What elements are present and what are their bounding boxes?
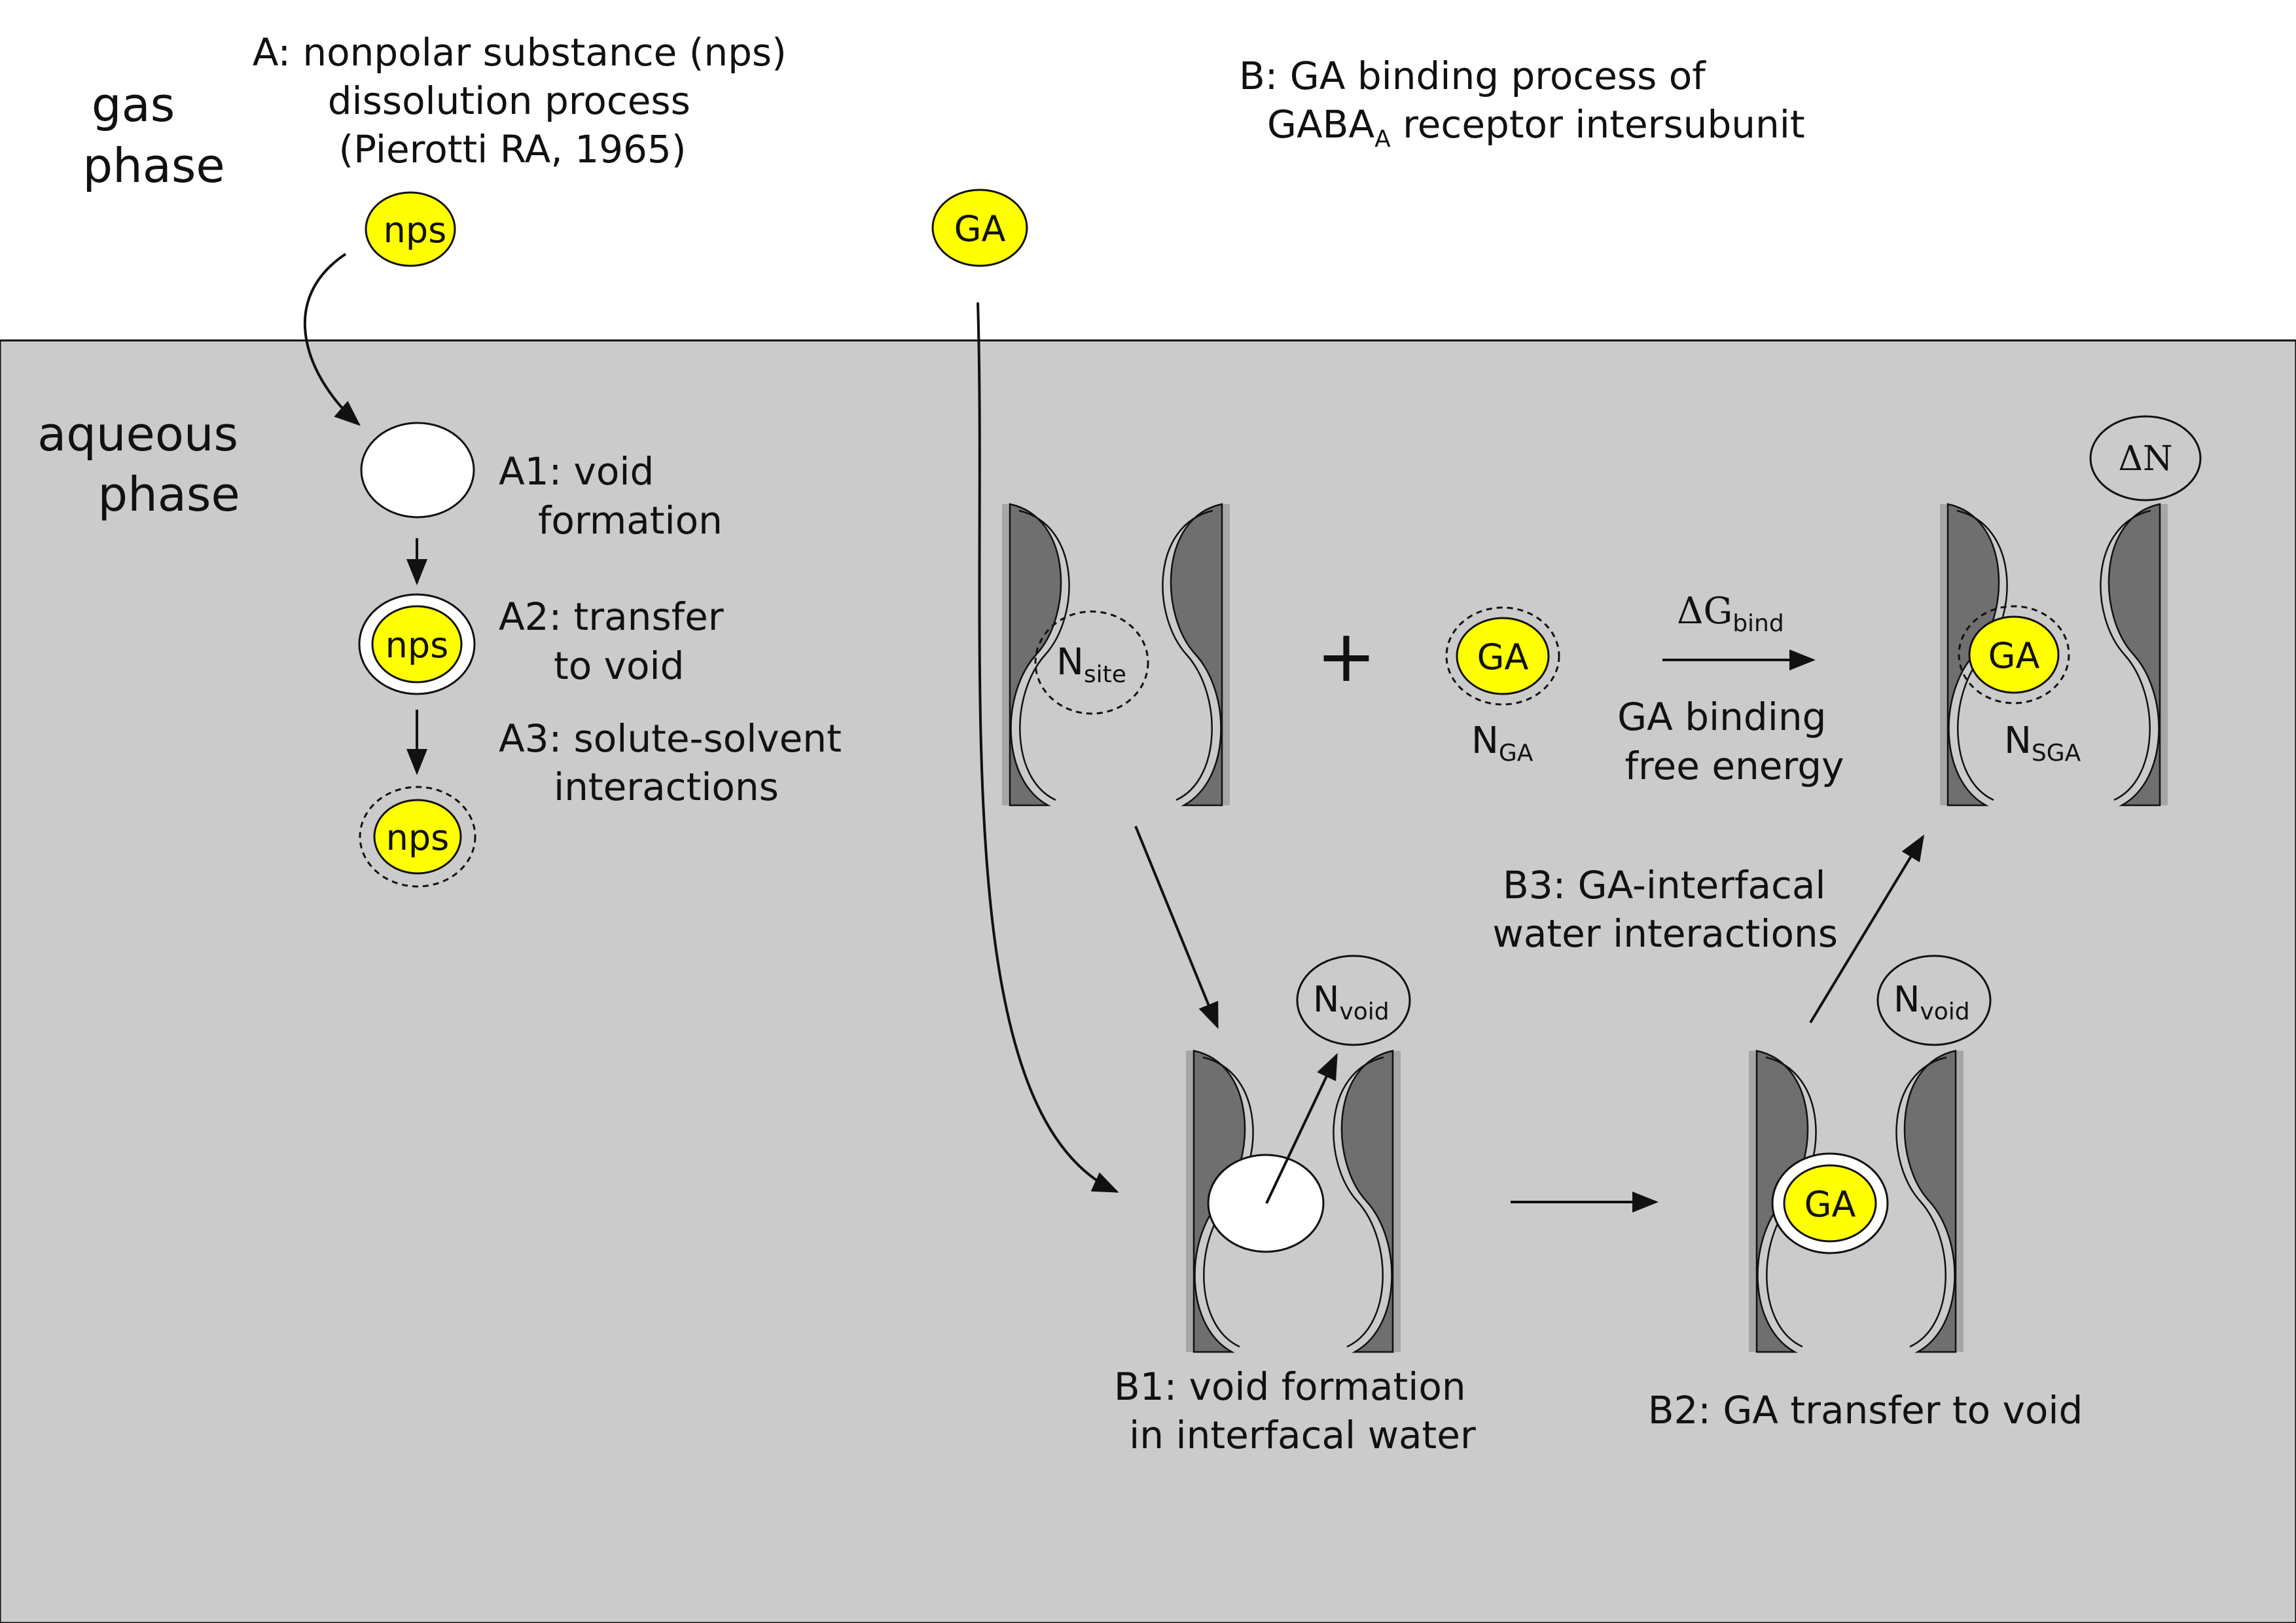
panel-a-title: A: nonpolar substance (nps) dissolution … (253, 30, 798, 172)
arrow-ga-to-void (977, 302, 1119, 1193)
svg-text:GA: GA (1804, 1184, 1856, 1225)
svg-text:ΔN: ΔN (2118, 439, 2172, 479)
panel-b-title: B: GA binding process of GABAA receptor … (1239, 54, 1805, 153)
n-sga-label: NSGA (2004, 720, 2081, 767)
ga-solvated: GA (1445, 606, 1560, 706)
svg-text:nps: nps (384, 210, 447, 251)
n-void-bubble-b1: Nvoid (1296, 955, 1411, 1046)
a3-label: A3: solute-solvent interactions (499, 716, 853, 809)
b2-label: B2: GA transfer to void (1648, 1388, 2083, 1432)
binding-site-bound: GA (1939, 503, 2169, 807)
binding-site-void-b1 (1185, 1049, 1402, 1353)
plus-sign: + (1316, 614, 1376, 698)
b3-label: B3: GA-interfacal water interactions (1492, 863, 1838, 956)
arrow-site-to-void (1134, 826, 1219, 1029)
svg-text:Nvoid: Nvoid (1313, 979, 1390, 1025)
void-a1 (360, 422, 475, 519)
ga-molecule-gas: GA (931, 189, 1028, 267)
b1-label: B1: void formation in interfacal water (1114, 1364, 1478, 1457)
aqueous-phase-region (0, 339, 2296, 1623)
gas-phase-label: gas phase (82, 77, 224, 193)
svg-text:GA: GA (1988, 635, 2040, 676)
arrow-void-to-nvoid (1265, 1053, 1338, 1204)
void-b1 (1207, 1154, 1325, 1253)
n-ga-label: NGA (1471, 720, 1534, 767)
svg-text:GA: GA (1477, 636, 1529, 678)
binding-site-ga-b2: GA (1748, 1049, 1965, 1353)
arrow-b2-to-bound (1809, 834, 1925, 1024)
nps-solvated-a3: nps (359, 786, 476, 888)
delta-n-bubble: ΔN (2089, 415, 2202, 501)
nps-molecule-gas: nps (365, 191, 456, 267)
n-site-label: Nsite (1056, 641, 1126, 688)
svg-text:GA: GA (954, 208, 1006, 249)
nps-in-void-a2: nps (358, 593, 476, 695)
n-void-bubble-b2: Nvoid (1876, 955, 1992, 1046)
aqueous-phase-label: aqueous phase (37, 407, 253, 522)
delta-g-bind-label: ΔGbind (1677, 590, 1784, 637)
binding-free-energy-label: GA binding free energy (1617, 695, 1844, 788)
binding-site-empty: Nsite (1001, 503, 1231, 807)
a1-label: A1: void formation (499, 449, 723, 543)
n-site-shell (1034, 610, 1149, 715)
svg-text:nps: nps (386, 817, 450, 858)
svg-text:Nvoid: Nvoid (1893, 979, 1970, 1025)
a2-label: A2: transfer to void (499, 594, 736, 688)
arrow-nps-dissolution (303, 253, 361, 426)
svg-text:nps: nps (386, 625, 449, 666)
